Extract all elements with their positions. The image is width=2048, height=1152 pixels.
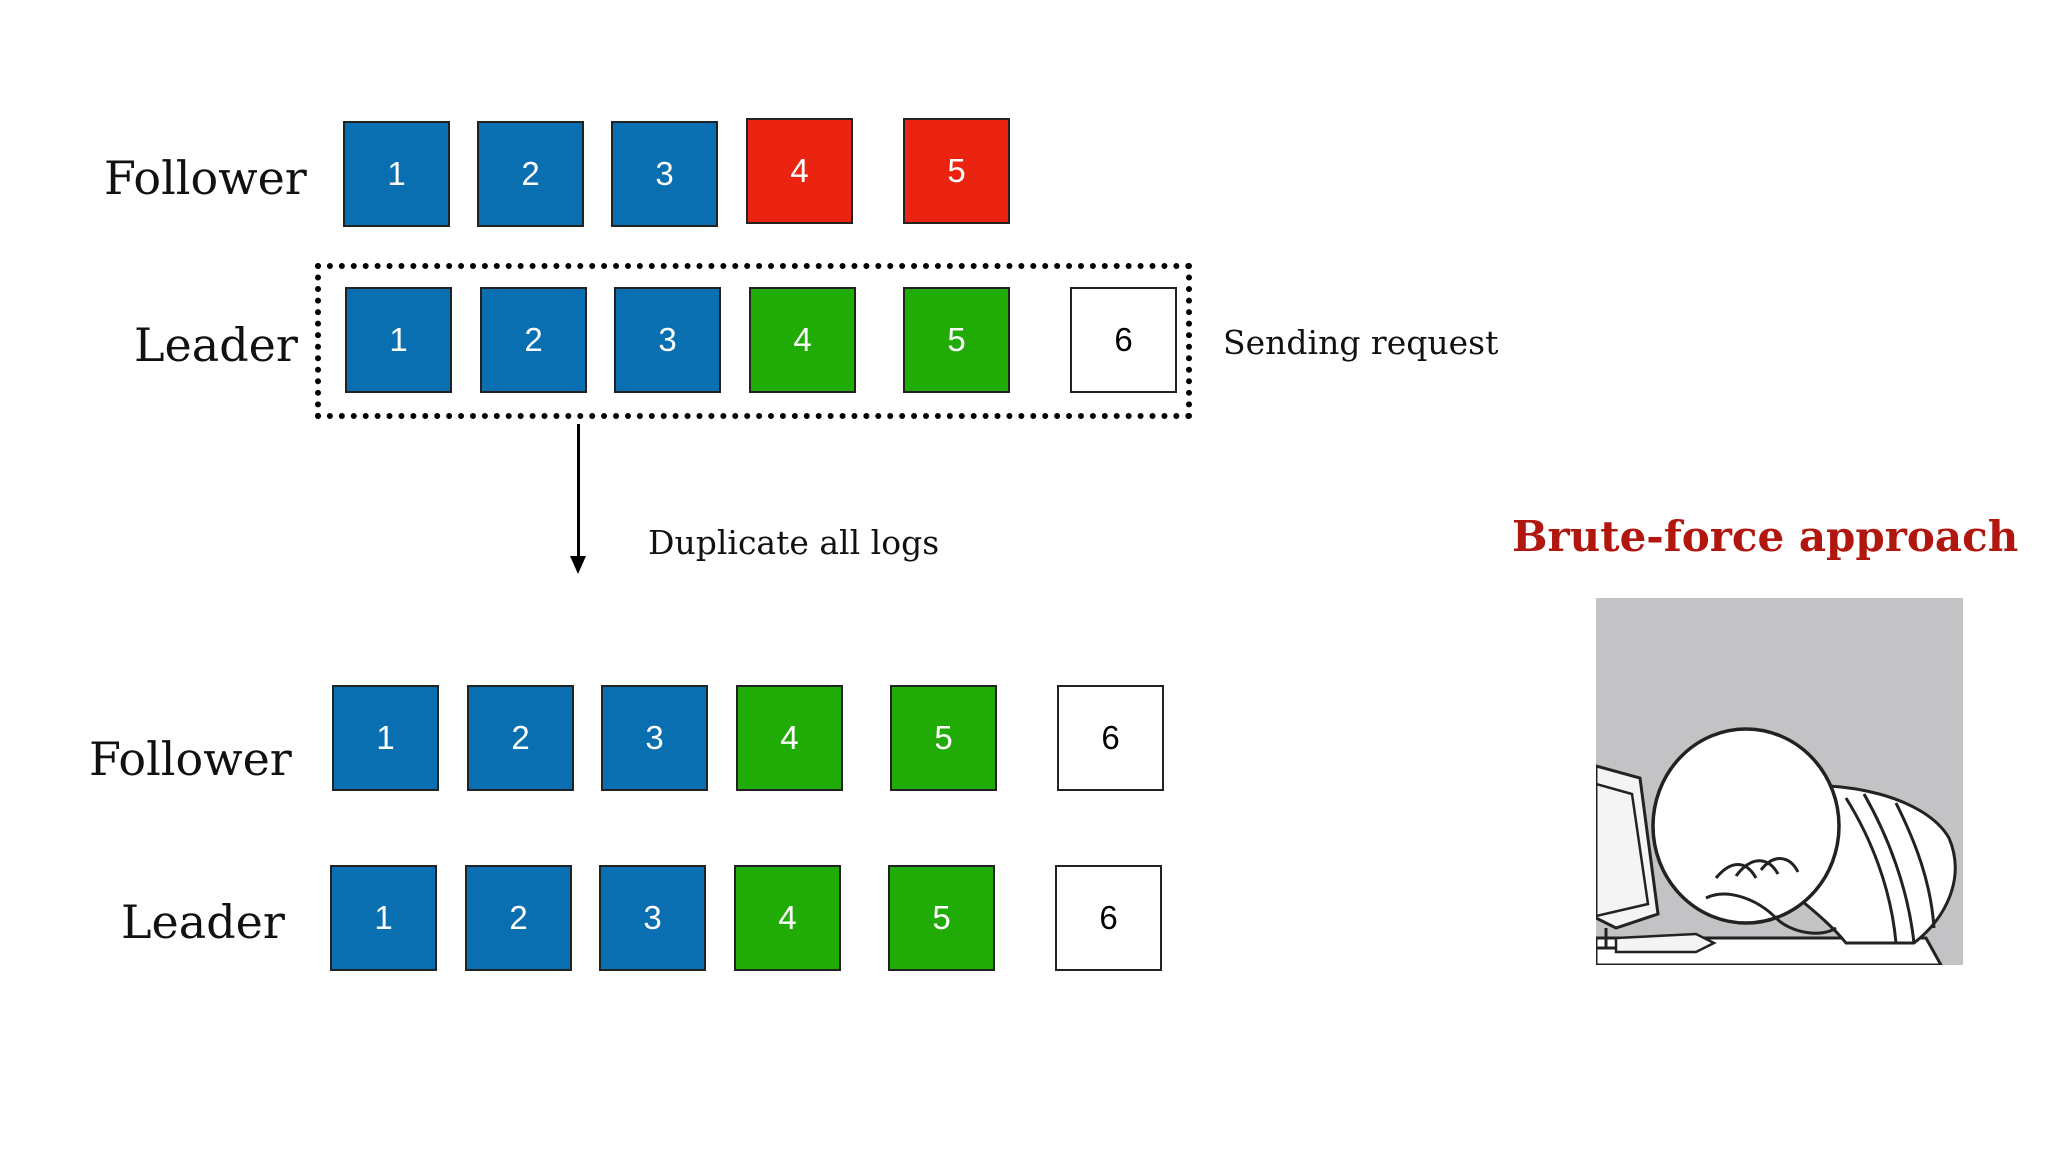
follower-before-cell-3: 3: [611, 121, 718, 227]
follower-before-cell-2: 2: [477, 121, 584, 227]
follower-before-cell-5: 5: [903, 118, 1010, 224]
follower-after-cell-6: 6: [1057, 685, 1164, 791]
follower-after-cell-3: 3: [601, 685, 708, 791]
leader-before-cell-3: 3: [614, 287, 721, 393]
leader-before-cell-1: 1: [345, 287, 452, 393]
desk-facepalm-icon: [1596, 598, 1963, 965]
brute-force-title: Brute-force approach: [1512, 512, 2019, 561]
follower-after-cell-1: 1: [332, 685, 439, 791]
leader-before-cell-6: 6: [1070, 287, 1177, 393]
follower-after-cell-2: 2: [467, 685, 574, 791]
leader-before-cell-5: 5: [903, 287, 1010, 393]
leader-label-after: Leader: [121, 895, 285, 949]
down-arrow-head-icon: [570, 556, 586, 574]
leader-after-cell-2: 2: [465, 865, 572, 971]
leader-after-cell-6: 6: [1055, 865, 1162, 971]
follower-label-before: Follower: [104, 151, 307, 205]
leader-after-cell-5: 5: [888, 865, 995, 971]
leader-before-cell-4: 4: [749, 287, 856, 393]
sending-request-selection-box: [315, 263, 1192, 419]
leader-after-cell-1: 1: [330, 865, 437, 971]
follower-after-cell-4: 4: [736, 685, 843, 791]
leader-after-cell-4: 4: [734, 865, 841, 971]
leader-before-cell-2: 2: [480, 287, 587, 393]
sending-request-caption: Sending request: [1223, 323, 1499, 362]
down-arrow-line: [577, 424, 580, 560]
follower-before-cell-1: 1: [343, 121, 450, 227]
follower-before-cell-4: 4: [746, 118, 853, 224]
duplicate-logs-caption: Duplicate all logs: [648, 523, 940, 562]
leader-after-cell-3: 3: [599, 865, 706, 971]
follower-label-after: Follower: [89, 732, 292, 786]
follower-after-cell-5: 5: [890, 685, 997, 791]
leader-label-before: Leader: [134, 318, 298, 372]
